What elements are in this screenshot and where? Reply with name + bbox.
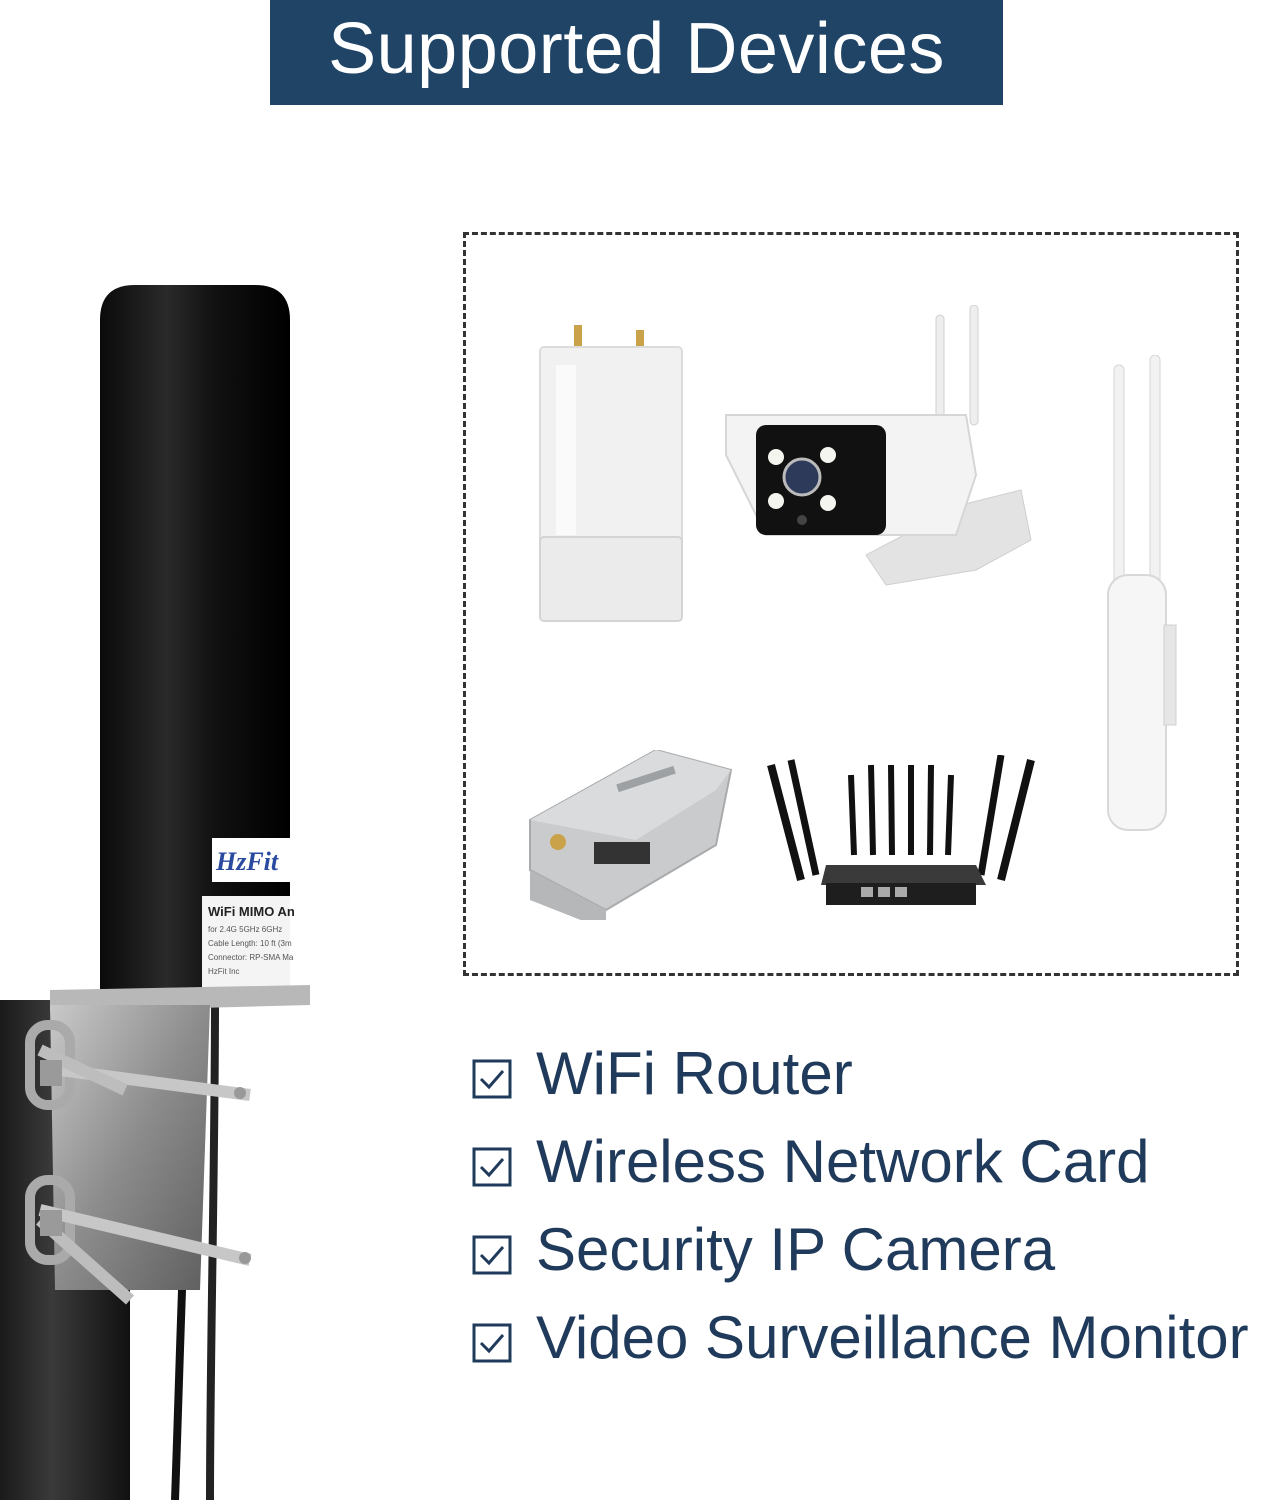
list-item: WiFi Router bbox=[472, 1030, 1282, 1118]
banner-title: Supported Devices bbox=[328, 8, 945, 89]
svg-text:WiFi MIMO An: WiFi MIMO An bbox=[208, 904, 295, 919]
antenna-illustration: HzFit WiFi MIMO An for 2.4G 5GHz 6GHz Ca… bbox=[0, 285, 310, 1500]
svg-text:Connector: RP-SMA Ma: Connector: RP-SMA Ma bbox=[208, 953, 294, 962]
list-item: Wireless Network Card bbox=[472, 1118, 1282, 1206]
list-item: Video Surveillance Monitor bbox=[472, 1294, 1282, 1382]
title-banner: Supported Devices bbox=[270, 0, 1003, 105]
checkbox-checked-icon bbox=[472, 1323, 512, 1363]
feature-label: Video Surveillance Monitor bbox=[536, 1304, 1249, 1371]
antenna-label: WiFi MIMO An for 2.4G 5GHz 6GHz Cable Le… bbox=[202, 896, 295, 988]
outdoor-cpe-device bbox=[539, 325, 683, 622]
supported-devices-panel bbox=[463, 232, 1239, 976]
feature-label: Wireless Network Card bbox=[536, 1128, 1150, 1195]
security-camera-device bbox=[725, 305, 1032, 586]
feature-label: Security IP Camera bbox=[536, 1216, 1056, 1283]
svg-text:HzFit Inc: HzFit Inc bbox=[208, 967, 240, 976]
antenna-logo: HzFit bbox=[212, 838, 290, 882]
svg-text:HzFit: HzFit bbox=[215, 847, 279, 876]
network-adapter-device bbox=[529, 750, 733, 920]
router-device bbox=[767, 755, 1035, 905]
checkbox-checked-icon bbox=[472, 1147, 512, 1187]
feature-label: WiFi Router bbox=[536, 1040, 853, 1107]
supported-devices-list: WiFi Router Wireless Network Card Securi… bbox=[472, 1030, 1282, 1382]
list-item: Security IP Camera bbox=[472, 1206, 1282, 1294]
checkbox-checked-icon bbox=[472, 1235, 512, 1275]
checkbox-checked-icon bbox=[472, 1059, 512, 1099]
svg-text:Cable Length: 10 ft (3m: Cable Length: 10 ft (3m bbox=[208, 939, 292, 948]
access-point-device bbox=[1107, 355, 1177, 831]
svg-text:for 2.4G 5GHz 6GHz: for 2.4G 5GHz 6GHz bbox=[208, 925, 282, 934]
